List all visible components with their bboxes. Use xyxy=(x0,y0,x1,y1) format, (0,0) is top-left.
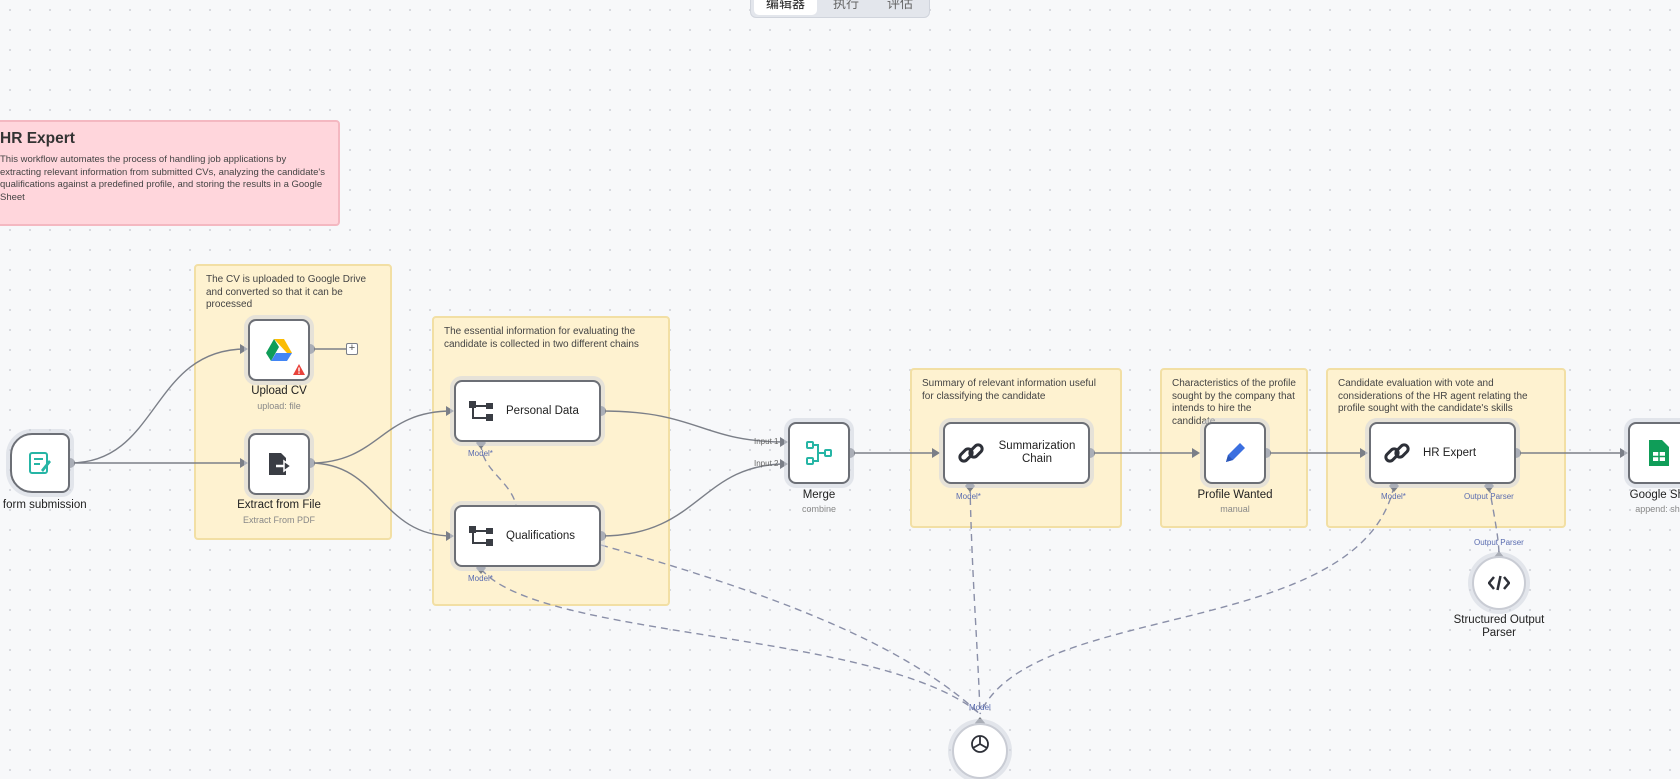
node-personal-data[interactable]: Personal Data xyxy=(454,380,601,442)
form-icon xyxy=(29,452,51,474)
node-label: Upload CV xyxy=(251,385,307,397)
node-label: HR Expert xyxy=(1423,446,1477,459)
node-subtitle: upload: file xyxy=(257,401,301,411)
model-link-hr xyxy=(979,485,1395,715)
sticky-note-upload[interactable]: The CV is uploaded to Google Drive and c… xyxy=(194,264,392,540)
warning-icon xyxy=(293,364,305,375)
google-drive-icon xyxy=(266,339,292,361)
chain-tree-icon xyxy=(469,526,493,546)
node-subtitle: manual xyxy=(1220,504,1250,514)
link-icon xyxy=(1384,443,1410,463)
connection-qualifications-merge xyxy=(600,463,787,537)
note-text: Summary of relevant information useful f… xyxy=(922,378,1096,402)
note-description: This workflow automates the process of h… xyxy=(0,154,325,203)
node-label: n form submission xyxy=(0,499,87,511)
note-title: HR Expert xyxy=(0,130,75,147)
output-parser-port-label: Output Parser xyxy=(1474,538,1524,547)
model-link-qual-out xyxy=(600,544,981,715)
node-subtitle: Extract From PDF xyxy=(242,515,315,525)
link-icon xyxy=(958,443,984,463)
google-sheets-icon xyxy=(1649,440,1669,466)
tab-evaluations[interactable]: 评估 xyxy=(887,0,914,11)
view-tabs: 编辑器 执行 评估 xyxy=(750,0,930,18)
node-form-trigger[interactable] xyxy=(10,433,70,493)
node-google-sheets[interactable] xyxy=(1628,422,1680,484)
chain-tree-icon xyxy=(469,401,493,421)
openai-icon xyxy=(971,735,989,753)
model-port-label: Model* xyxy=(468,449,493,458)
output-parser-port-label: Output Parser xyxy=(1464,492,1514,501)
connection-form-upload xyxy=(69,348,247,464)
file-export-icon xyxy=(269,453,292,475)
node-subtitle: combine xyxy=(801,504,837,514)
node-profile-wanted[interactable] xyxy=(1204,422,1266,484)
input-2-label: Input 2 xyxy=(754,459,779,468)
note-text: The essential information for evaluating… xyxy=(444,326,639,350)
model-link-personal xyxy=(480,442,517,506)
merge-icon xyxy=(806,441,832,465)
note-text: Candidate evaluation with vote and consi… xyxy=(1338,378,1528,414)
model-port-label: Model* xyxy=(956,492,981,501)
model-link-summarization xyxy=(969,485,981,715)
node-openai-model[interactable] xyxy=(952,723,1008,779)
note-text: The CV is uploaded to Google Drive and c… xyxy=(206,274,367,310)
code-icon xyxy=(1488,575,1510,591)
input-1-label: Input 1 xyxy=(754,437,779,446)
node-label: Personal Data xyxy=(506,404,579,417)
note-text: Characteristics of the profile sought by… xyxy=(1172,378,1296,427)
node-extract-from-file[interactable] xyxy=(248,433,310,495)
connections-layer xyxy=(65,344,1628,729)
tab-editor[interactable]: 编辑器 xyxy=(754,0,818,15)
model-port-label: Model* xyxy=(1381,492,1406,501)
add-node-button[interactable]: + xyxy=(346,343,358,355)
node-merge[interactable] xyxy=(788,422,850,484)
sticky-note-hr-expert[interactable]: HR Expert This workflow automates the pr… xyxy=(0,120,340,226)
node-label: Summarization Chain xyxy=(998,440,1076,465)
node-subtitle: append: she xyxy=(1635,504,1680,514)
model-link-qualifications xyxy=(480,568,981,715)
node-label: Structured Output Parser xyxy=(1453,614,1545,639)
model-port-label: Model xyxy=(969,703,991,712)
node-label: Google She xyxy=(1629,489,1680,501)
node-hr-expert[interactable]: HR Expert xyxy=(1369,422,1516,484)
pencil-icon xyxy=(1226,443,1245,462)
node-label: Extract from File xyxy=(237,499,321,511)
tab-executions[interactable]: 执行 xyxy=(833,0,860,11)
node-summarization-chain[interactable]: Summarization Chain xyxy=(943,422,1090,484)
node-label: Merge xyxy=(802,489,836,501)
node-qualifications[interactable]: Qualifications xyxy=(454,505,601,567)
node-label: Qualifications xyxy=(506,529,576,542)
connection-extract-qualifications xyxy=(309,462,453,537)
node-structured-output-parser[interactable] xyxy=(1472,556,1526,610)
node-label: Profile Wanted xyxy=(1197,489,1273,501)
connection-extract-personal xyxy=(309,410,453,464)
model-port-label: Model* xyxy=(468,574,493,583)
connection-personal-merge xyxy=(600,410,787,443)
